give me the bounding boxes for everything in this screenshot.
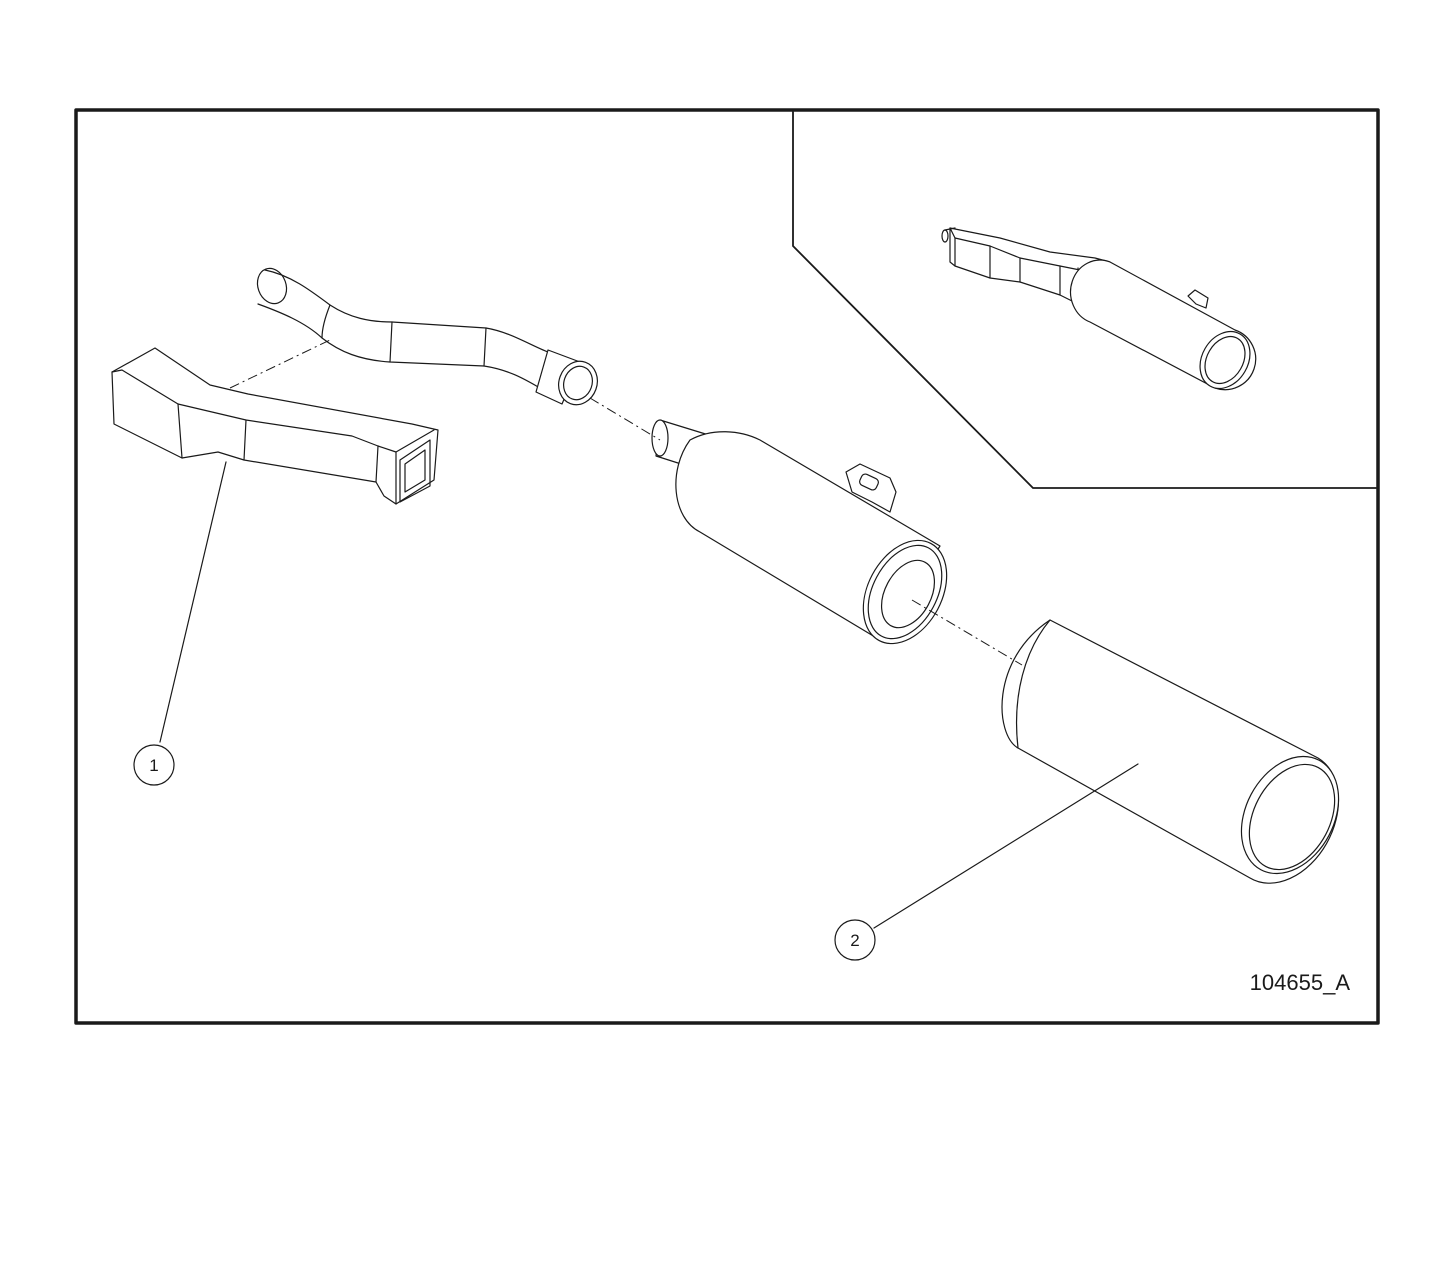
centerline-cover-to-pipe — [229, 339, 331, 389]
muffler — [651, 419, 948, 645]
exhaust-header-pipe — [256, 267, 598, 406]
figure-frame — [74, 108, 1380, 1025]
inset-assembled-view — [941, 227, 1257, 391]
callout-2: 2 — [834, 763, 1139, 961]
inset-panel-border — [792, 111, 1377, 489]
callout-2-number: 2 — [850, 931, 859, 950]
centerline-pipe-to-muffler — [589, 397, 661, 441]
callout-1-number: 1 — [149, 756, 158, 775]
muffler-heat-shield — [1001, 619, 1340, 884]
callout-1: 1 — [133, 461, 227, 786]
centerline-muffler-to-shield — [911, 599, 1023, 666]
header-heat-cover — [111, 347, 439, 505]
figure-id-label: 104655_A — [1250, 970, 1351, 995]
